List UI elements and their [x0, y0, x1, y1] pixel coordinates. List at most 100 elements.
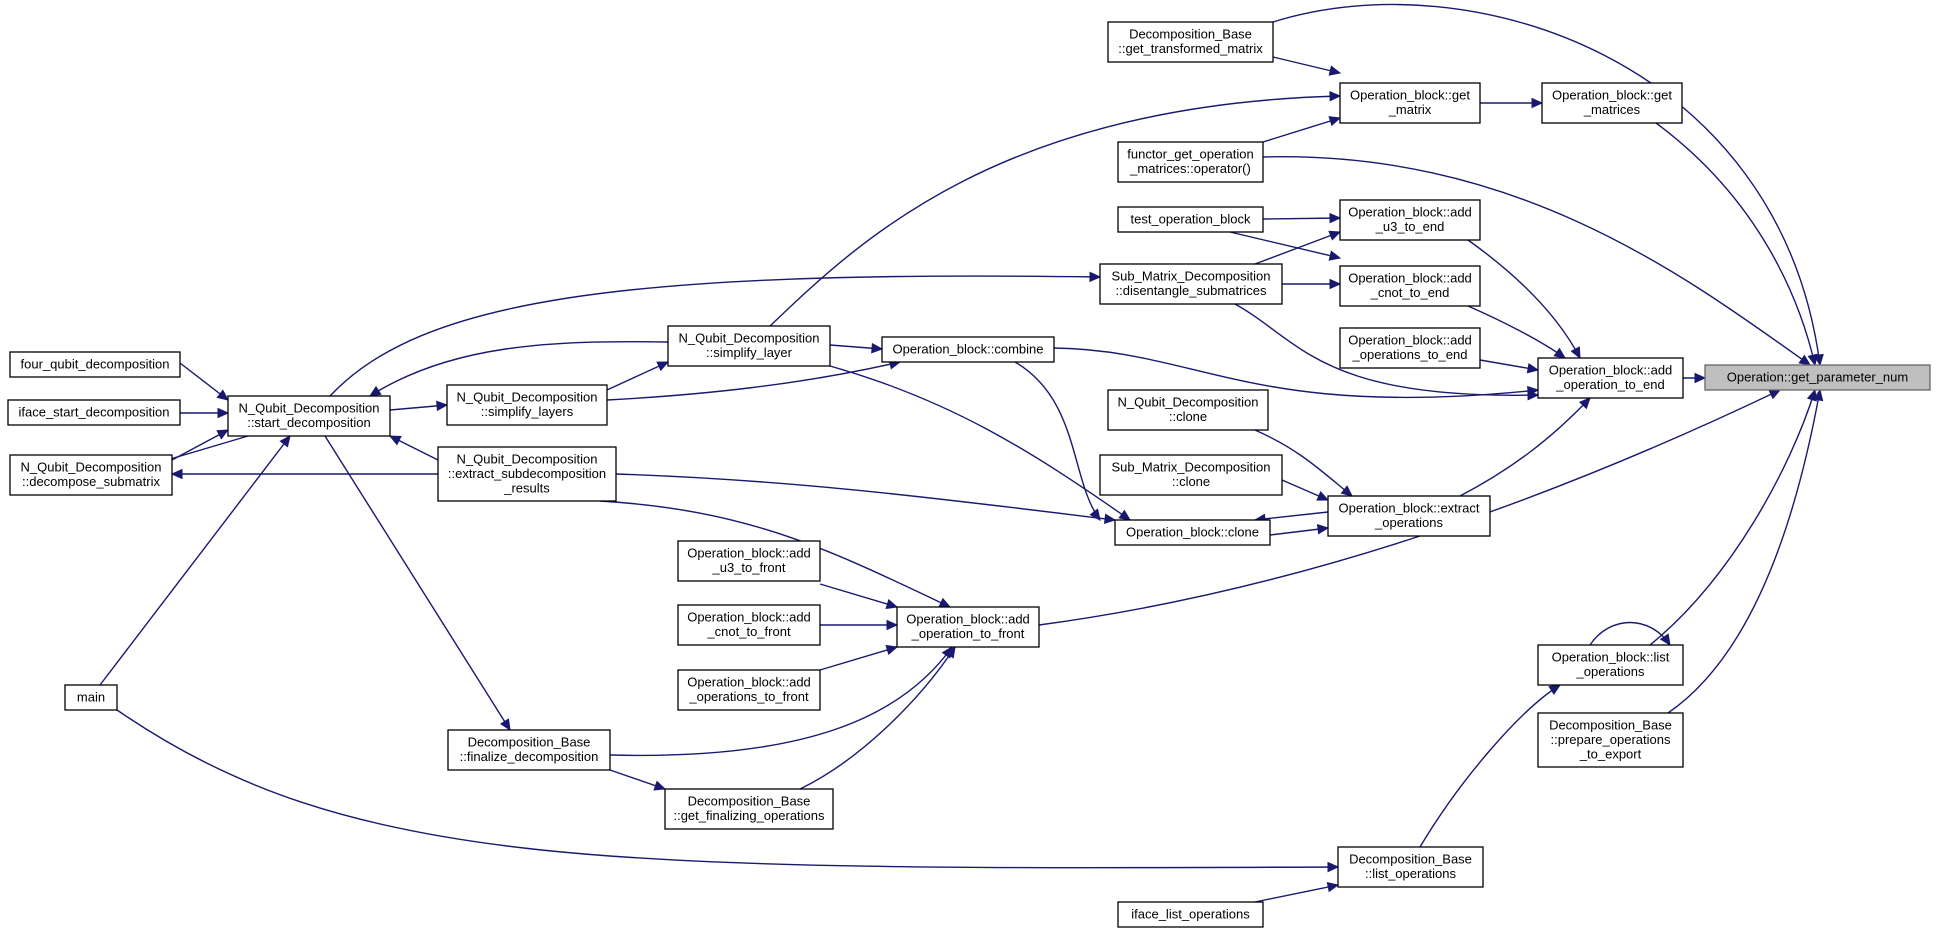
edge-nqd_extract-to-nqd_start	[388, 435, 439, 461]
node-root[interactable]: Operation::get_parameter_num	[1704, 364, 1931, 391]
edge-list_ops-to-root	[1649, 388, 1817, 646]
node-box	[1107, 21, 1274, 63]
edge-extract_ops-to-add_op_end	[1459, 397, 1591, 497]
node-get-matrices[interactable]: Operation_block::get_matrices	[1541, 82, 1683, 124]
edge-line	[1589, 621, 1671, 646]
edge-line	[1272, 56, 1341, 74]
arrowhead-icon	[1768, 389, 1782, 400]
node-add-ops-front[interactable]: Operation_block::add_operations_to_front	[677, 669, 821, 711]
arrowhead-icon	[170, 468, 183, 480]
arrowhead-icon	[1578, 397, 1591, 410]
node-add-op-end[interactable]: Operation_block::add_operation_to_end	[1537, 357, 1684, 399]
node-test-ob[interactable]: test_operation_block	[1117, 206, 1264, 233]
arrowhead-icon	[1553, 347, 1566, 359]
node-db-get-final[interactable]: Decomposition_Base::get_finalizing_opera…	[664, 788, 834, 830]
arrowhead-icon	[1118, 509, 1131, 521]
node-label: Operation_block::list	[1552, 650, 1670, 665]
node-add-ops-end[interactable]: Operation_block::add_operations_to_end	[1339, 327, 1481, 369]
node-label: four_qubit_decomposition	[21, 356, 170, 371]
edge-line	[369, 340, 669, 397]
arrowhead-icon	[1316, 524, 1330, 535]
arrowhead-icon	[1694, 372, 1707, 384]
node-box	[1339, 327, 1481, 369]
node-nqd-decompose-sub[interactable]: N_Qubit_Decomposition::decompose_submatr…	[9, 454, 173, 496]
node-label: Decomposition_Base	[1129, 27, 1252, 42]
node-box	[1099, 454, 1283, 496]
node-iface-start[interactable]: iface_start_decomposition	[7, 399, 181, 426]
node-smd-disentangle[interactable]: Sub_Matrix_Decomposition::disentangle_su…	[1099, 263, 1283, 305]
arrowhead-icon	[1328, 250, 1342, 261]
node-add-cnot-front[interactable]: Operation_block::add_cnot_to_front	[677, 604, 821, 646]
edge-line	[769, 95, 1341, 327]
node-nqd-clone[interactable]: N_Qubit_Decomposition::clone	[1107, 389, 1269, 431]
arrowhead-icon	[1526, 363, 1540, 374]
edge-nqd_clone-to-extract_ops	[1254, 429, 1353, 497]
node-label: Operation_block::add	[1549, 363, 1673, 378]
node-box	[1117, 901, 1264, 928]
node-main[interactable]: main	[64, 684, 118, 711]
node-box	[1117, 206, 1264, 233]
arrowhead-icon	[388, 435, 402, 446]
edge-test_ob-to-add_u3_end	[1262, 212, 1342, 224]
edge-add_u3_end-to-add_op_end	[1467, 239, 1581, 360]
node-label: _cnot_to_front	[706, 624, 791, 639]
node-db-finalize[interactable]: Decomposition_Base::finalize_decompositi…	[447, 729, 611, 771]
edge-smd_clone-to-extract_ops	[1281, 479, 1330, 501]
edge-ob_clone-to-extract_ops	[1269, 524, 1330, 536]
edge-functor-to-root	[1262, 156, 1811, 366]
node-label: main	[77, 689, 105, 704]
node-box	[446, 384, 608, 426]
node-box	[9, 454, 173, 496]
node-label: ::simplify_layer	[706, 345, 793, 360]
node-list-ops[interactable]: Operation_block::list_operations	[1537, 644, 1684, 686]
edge-line	[1649, 389, 1816, 646]
node-add-cnot-end[interactable]: Operation_block::add_cnot_to_end	[1339, 265, 1481, 307]
node-label: Decomposition_Base	[1549, 717, 1672, 732]
arrowhead-icon	[1329, 91, 1342, 102]
node-db-list-ops[interactable]: Decomposition_Base::list_operations	[1337, 846, 1484, 888]
node-ob-clone[interactable]: Operation_block::clone	[1114, 519, 1271, 546]
node-functor[interactable]: functor_get_operation_matrices::operator…	[1117, 141, 1264, 183]
node-four-qubit[interactable]: four_qubit_decomposition	[9, 351, 181, 378]
node-label: _matrix	[1388, 102, 1432, 117]
node-box	[1704, 364, 1931, 391]
edge-line	[1014, 361, 1101, 521]
edge-line	[1262, 156, 1811, 366]
node-label: ::clone	[1172, 474, 1210, 489]
node-nqd-extract[interactable]: N_Qubit_Decomposition::extract_subdecomp…	[437, 446, 617, 502]
node-label: _to_export	[1579, 746, 1642, 761]
node-label: Operation_block::get	[1552, 88, 1672, 103]
node-label: Operation_block::add	[1348, 205, 1472, 220]
node-box	[1541, 82, 1683, 124]
node-smd-clone[interactable]: Sub_Matrix_Decomposition::clone	[1099, 454, 1283, 496]
edge-test_ob-to-add_cnot_end	[1229, 231, 1342, 261]
node-get-matrix[interactable]: Operation_block::get_matrix	[1339, 82, 1481, 124]
edge-smd_disentangle-to-add_cnot_end	[1282, 278, 1342, 290]
edge-add_cnot_end-to-add_op_end	[1467, 305, 1566, 359]
node-add-u3-front[interactable]: Operation_block::add_u3_to_front	[677, 540, 821, 582]
node-db-prepare[interactable]: Decomposition_Base::prepare_operations_t…	[1537, 712, 1684, 768]
node-box	[1537, 712, 1684, 768]
edge-line	[819, 583, 898, 608]
arrowhead-icon	[279, 435, 291, 448]
edge-line	[329, 275, 1101, 397]
node-combine[interactable]: Operation_block::combine	[881, 336, 1055, 363]
node-db-transformed[interactable]: Decomposition_Base::get_transformed_matr…	[1107, 21, 1274, 63]
node-add-op-front[interactable]: Operation_block::add_operation_to_front	[896, 606, 1040, 648]
edge-db_transformed-to-get_matrix	[1272, 56, 1342, 76]
node-nqd-simplify-layers[interactable]: N_Qubit_Decomposition::simplify_layers	[446, 384, 608, 426]
node-box	[881, 336, 1055, 363]
node-extract-ops[interactable]: Operation_block::extract_operations	[1327, 495, 1491, 537]
node-nqd-start[interactable]: N_Qubit_Decomposition::start_decompositi…	[227, 395, 391, 437]
arrowhead-icon	[217, 407, 230, 419]
edge-four_qubit-to-nqd_start	[179, 362, 229, 401]
edge-iface_list-to-db_list_ops	[1254, 881, 1340, 903]
edge-db_transformed-to-root	[1272, 3, 1824, 367]
edge-line	[1254, 511, 1329, 521]
node-nqd-simplify-layer[interactable]: N_Qubit_Decomposition::simplify_layer	[667, 325, 831, 367]
node-iface-list[interactable]: iface_list_operations	[1117, 901, 1264, 928]
node-label: Operation_block::extract	[1339, 501, 1480, 516]
arrowhead-icon	[499, 718, 511, 732]
node-add-u3-end[interactable]: Operation_block::add_u3_to_end	[1339, 199, 1481, 241]
edge-nqd_extract-to-ob_clone	[615, 473, 1117, 524]
